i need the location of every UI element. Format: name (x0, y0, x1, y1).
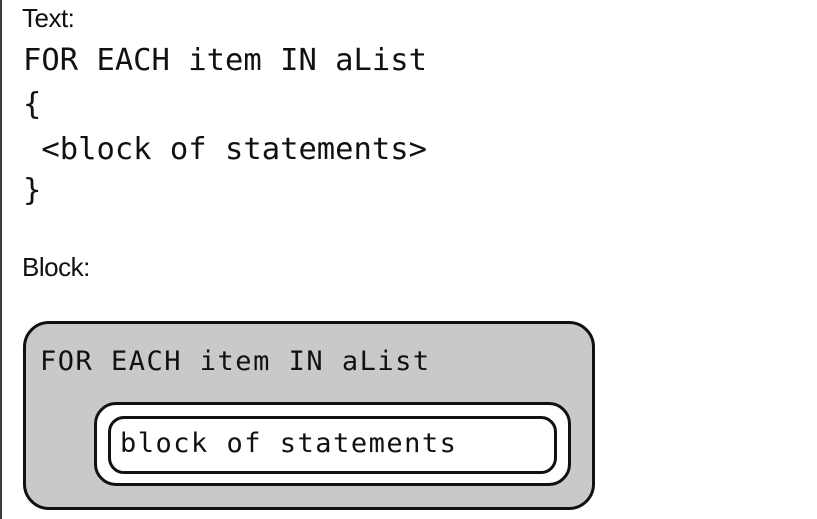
code-line-open-brace: { (23, 87, 42, 122)
statements-block-label: block of statements (120, 428, 458, 459)
text-label: Text: (22, 3, 75, 33)
for-each-block-header: FOR EACH item IN aList (40, 346, 431, 377)
block-label: Block: (22, 252, 90, 282)
code-line-block-of-statements: <block of statements> (23, 132, 427, 167)
code-line-for-each: FOR EACH item IN aList (23, 43, 427, 78)
left-border (0, 0, 2, 519)
statements-block (108, 416, 557, 474)
code-line-close-brace: } (23, 173, 42, 208)
